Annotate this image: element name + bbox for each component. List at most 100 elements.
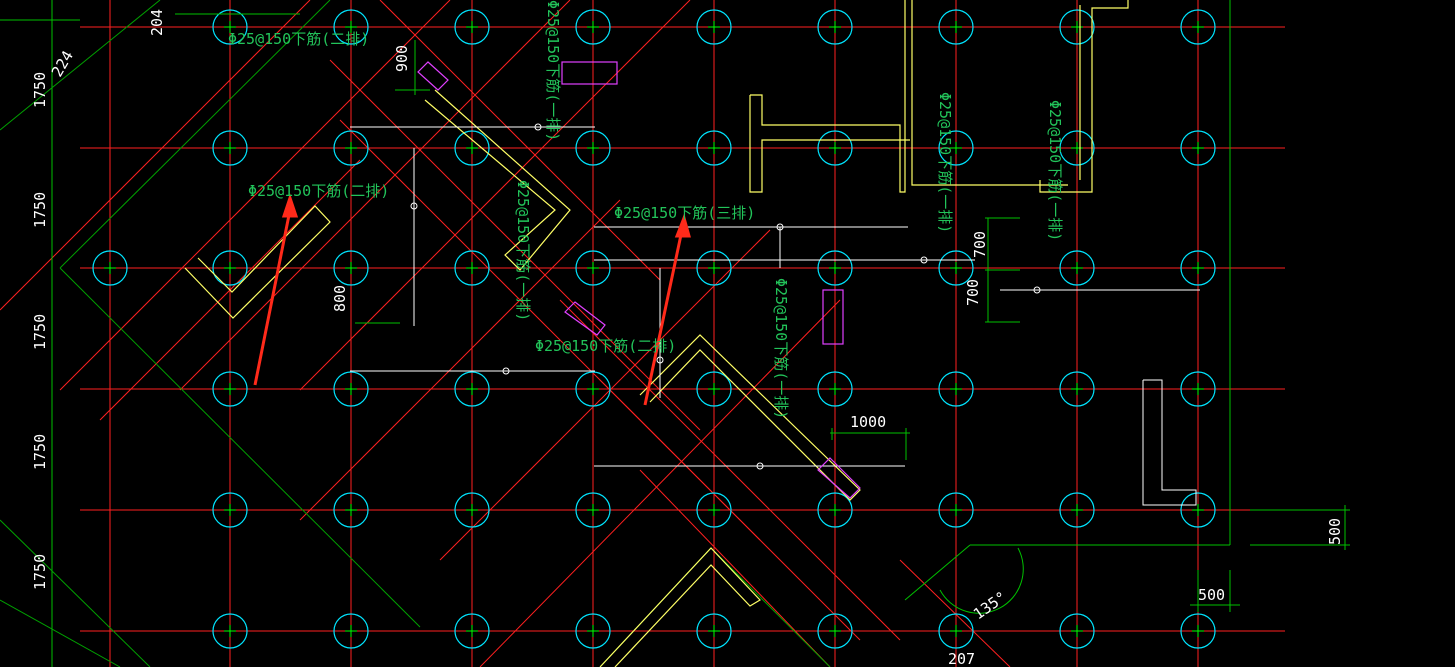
left-dim-4: 1750 [31, 434, 49, 470]
pile-circle [92, 250, 128, 286]
pile [938, 9, 974, 45]
pile [333, 613, 369, 649]
pile [454, 9, 490, 45]
pile [817, 130, 853, 166]
right-dim-700-a: 700 [971, 231, 989, 258]
beam-outlines [184, 0, 1129, 667]
pile-circle [817, 250, 853, 286]
rebar-label-center: Φ25@150下筋(三排) [614, 204, 755, 222]
pile-circle [212, 492, 248, 528]
left-dim-3: 1750 [31, 314, 49, 350]
pile [333, 9, 369, 45]
rebar-label-vertical-e: Φ25@150下筋(一排) [1046, 100, 1064, 241]
pile-circle [454, 250, 490, 286]
pile-circle [575, 9, 611, 45]
diagonal-axis [599, 379, 861, 641]
pile-circle [1180, 130, 1216, 166]
pile-circle [696, 371, 732, 407]
rebar-label-mid-left: Φ25@150下筋(二排) [248, 182, 389, 200]
pile-circle [454, 613, 490, 649]
pile-circle [817, 9, 853, 45]
right-dim-700-b: 700 [964, 279, 982, 306]
top-mid-dim: 900 [393, 45, 411, 72]
pile-circle [1180, 250, 1216, 286]
pile-circle [1059, 9, 1095, 45]
pile [938, 250, 974, 286]
pile [333, 492, 369, 528]
pile [817, 492, 853, 528]
dim-1000: 1000 [850, 413, 886, 431]
pile-circle [212, 371, 248, 407]
pile-circle [938, 492, 974, 528]
pile-circle [1059, 250, 1095, 286]
pile [1059, 250, 1095, 286]
pile [938, 613, 974, 649]
pile-circle [938, 371, 974, 407]
rebar-label-top-left: Φ25@150下筋(二排) [228, 30, 369, 48]
pile [938, 492, 974, 528]
pile-circle [817, 371, 853, 407]
pile-circle [817, 130, 853, 166]
pile [212, 371, 248, 407]
pile-circle [333, 250, 369, 286]
pile-circle [696, 613, 732, 649]
pile [696, 130, 732, 166]
pile [696, 9, 732, 45]
pile-circle [696, 130, 732, 166]
diagonal-axis [59, 0, 451, 391]
pile [454, 250, 490, 286]
pile [575, 130, 611, 166]
diagonal-axis [179, 0, 571, 391]
pile [333, 130, 369, 166]
diagonal-axis [479, 299, 841, 667]
pile [333, 250, 369, 286]
pile [1180, 130, 1216, 166]
pile [92, 250, 128, 286]
pile [333, 371, 369, 407]
pile [1059, 613, 1095, 649]
pile-circle [575, 492, 611, 528]
pile-layer [92, 9, 1216, 649]
magenta-marks [417, 61, 861, 499]
rebar-label-vertical-b: Φ25@150下筋(一排) [514, 180, 532, 321]
pile-circle [575, 130, 611, 166]
left-dim-2: 1750 [31, 192, 49, 228]
pile [454, 130, 490, 166]
diagonal-axis [329, 59, 701, 431]
pile [575, 492, 611, 528]
pile-circle [212, 9, 248, 45]
dim-500-right: 500 [1326, 518, 1344, 545]
pile [575, 371, 611, 407]
pile [575, 250, 611, 286]
pile-circle [1059, 613, 1095, 649]
pile [575, 9, 611, 45]
rebar-label-vertical-c: Φ25@150下筋(一排) [772, 278, 790, 419]
pile-circle [696, 250, 732, 286]
pile-circle [1059, 371, 1095, 407]
pile [817, 250, 853, 286]
pile-circle [454, 371, 490, 407]
boundary-lines [0, 0, 1350, 667]
pile [1180, 250, 1216, 286]
pile [1059, 492, 1095, 528]
pile [1059, 130, 1095, 166]
pile-circle [938, 9, 974, 45]
pile [1059, 371, 1095, 407]
pile-circle [1180, 492, 1216, 528]
dim-207: 207 [948, 650, 975, 667]
pile [938, 130, 974, 166]
pile-circle [1180, 371, 1216, 407]
pile [575, 613, 611, 649]
diagonal-axis [299, 0, 691, 391]
diagonal-axis [379, 0, 661, 281]
pile [817, 613, 853, 649]
pile [454, 492, 490, 528]
pile-circle [1059, 492, 1095, 528]
pile-circle [938, 613, 974, 649]
pile-circle [212, 613, 248, 649]
pile-circle [938, 250, 974, 286]
pile [454, 371, 490, 407]
diagonal-axis [299, 199, 621, 521]
pile-circle [575, 371, 611, 407]
